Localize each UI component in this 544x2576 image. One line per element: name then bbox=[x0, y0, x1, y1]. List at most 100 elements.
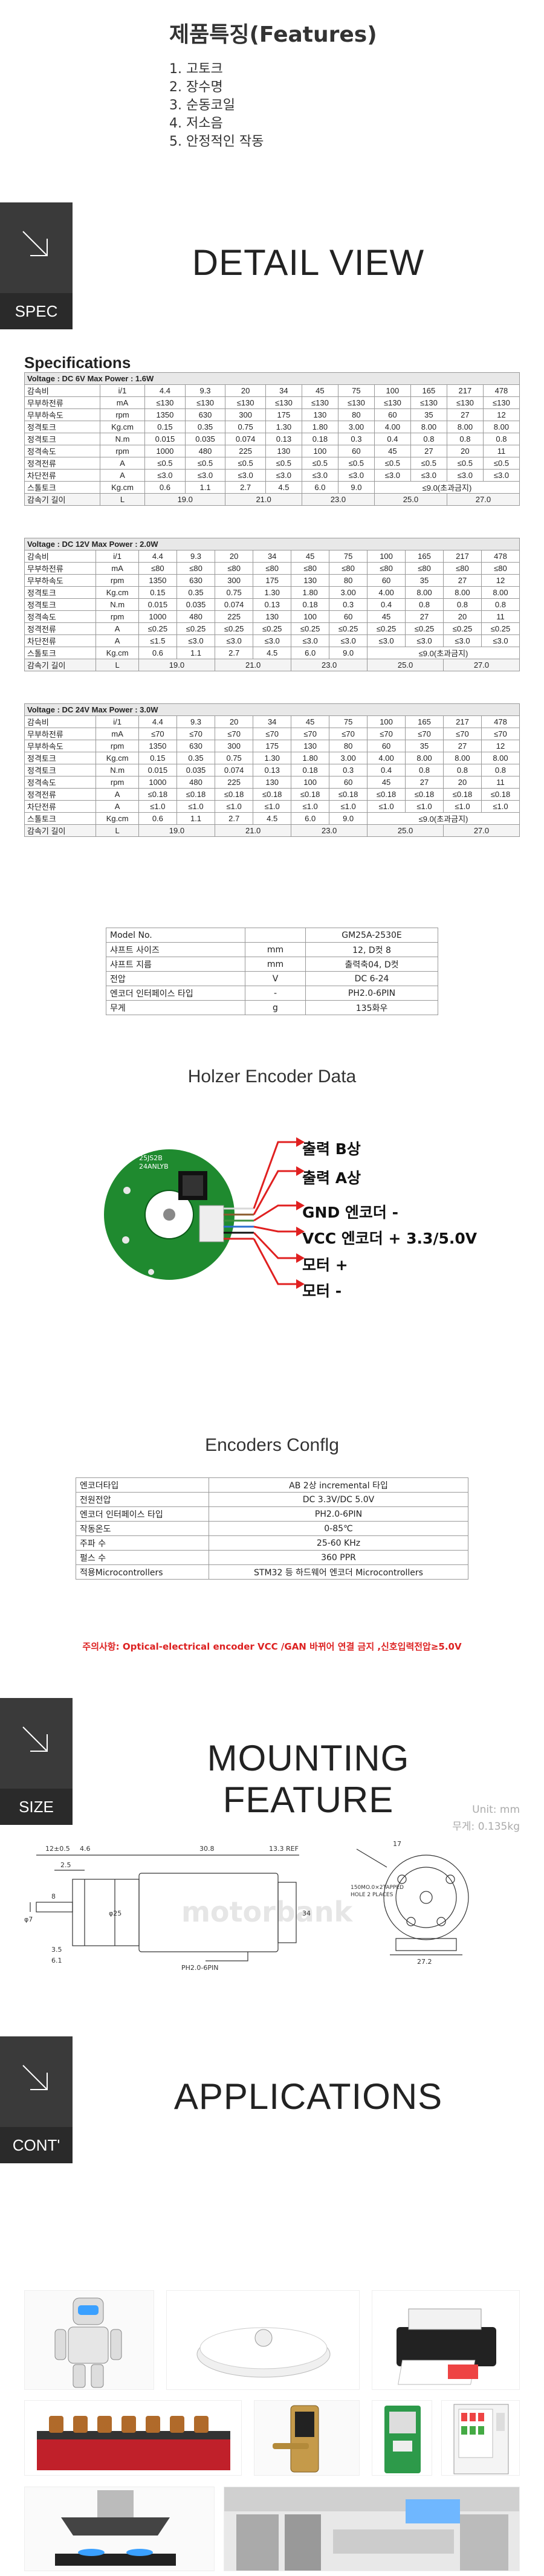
table-cell: 1350 bbox=[138, 740, 177, 752]
pin-label: 모터 + bbox=[302, 1256, 348, 1274]
table-cell: ≤0.18 bbox=[481, 788, 520, 801]
table-cell: ≤3.0 bbox=[301, 469, 338, 482]
table-cell: 75 bbox=[337, 384, 375, 397]
table-cell: 34 bbox=[253, 550, 292, 563]
table-cell: ≤0.5 bbox=[482, 457, 520, 470]
row-label: 감속비 bbox=[24, 550, 97, 563]
table-cell: ≤70 bbox=[481, 728, 520, 740]
table-cell: 8.00 bbox=[405, 752, 444, 764]
row-unit: rpm bbox=[96, 776, 139, 789]
table-cell: ≤0.25 bbox=[481, 622, 520, 635]
table-cell: 0.13 bbox=[253, 764, 292, 776]
table-cell: 1000 bbox=[138, 776, 177, 789]
weight-label: 무게: 0.135kg bbox=[452, 1821, 520, 1833]
row-label: 무부하속도 bbox=[24, 574, 97, 587]
table-cell: 0.6 bbox=[138, 812, 177, 825]
table-cell: ≤0.5 bbox=[301, 457, 338, 470]
table-cell: 27.0 bbox=[442, 824, 520, 837]
table-cell: 11 bbox=[482, 445, 520, 457]
app-door-lock-image bbox=[254, 2400, 360, 2476]
table-cell: 45 bbox=[291, 550, 330, 563]
row-label: 무부하전류 bbox=[24, 562, 97, 575]
table-cell: 0.8 bbox=[405, 764, 444, 776]
table-cell: 적용Microcontrollers bbox=[76, 1564, 209, 1580]
dim-label: φ25 bbox=[109, 1909, 121, 1917]
row-label: 감속비 bbox=[24, 384, 100, 397]
table-cell: 20 bbox=[225, 384, 266, 397]
table-cell: ≤9.0(초과금지) bbox=[367, 812, 520, 825]
table-cell: ≤0.18 bbox=[253, 788, 292, 801]
mounting-drawing: motorbank 12±0.5 4.6 30.8 13.3 REF 2.5 bbox=[24, 1840, 469, 1972]
diagonal-arrow-icon bbox=[22, 2065, 48, 2090]
table-cell: 0.4 bbox=[367, 764, 406, 776]
table-cell: 630 bbox=[176, 740, 216, 752]
table-cell: 27 bbox=[405, 776, 444, 789]
table-cell: 480 bbox=[176, 776, 216, 789]
row-unit: mA bbox=[96, 562, 139, 575]
table-cell: 135화우 bbox=[305, 1000, 438, 1015]
table-cell: 9.3 bbox=[184, 384, 226, 397]
table-cell: 4.4 bbox=[138, 715, 177, 728]
table-cell: ≤1.0 bbox=[215, 800, 254, 813]
table-cell: ≤0.18 bbox=[215, 788, 254, 801]
table-cell: 35 bbox=[405, 574, 444, 587]
row-label: 감속기 길이 bbox=[24, 659, 97, 671]
table-cell: 20 bbox=[442, 610, 482, 623]
row-unit: rpm bbox=[96, 574, 139, 587]
diagonal-arrow-icon bbox=[22, 231, 48, 256]
table-cell: 100 bbox=[291, 776, 330, 789]
table-cell: PH2.0-6PIN bbox=[209, 1506, 468, 1522]
table-cell: 1000 bbox=[144, 445, 186, 457]
unit-label: Unit: mm bbox=[472, 1804, 520, 1816]
dim-label: 150MO.0×2TAPPED bbox=[351, 1885, 404, 1891]
table-cell: 3.00 bbox=[329, 586, 368, 599]
row-label: 정격토크 bbox=[24, 764, 97, 776]
dim-label: 2.5 bbox=[60, 1861, 71, 1869]
table-cell: ≤70 bbox=[367, 728, 406, 740]
table-cell: 100 bbox=[374, 384, 411, 397]
table-cell: ≤0.5 bbox=[225, 457, 266, 470]
table-cell: mm bbox=[245, 957, 306, 972]
pcb-label: 24ANLYB bbox=[139, 1163, 169, 1170]
table-cell: ≤3.0 bbox=[225, 469, 266, 482]
table-cell: 45 bbox=[367, 610, 406, 623]
features-title: 제품특징(Features) bbox=[169, 22, 377, 47]
table-cell: 300 bbox=[225, 408, 266, 421]
size-tag: SIZE bbox=[0, 1698, 73, 1825]
table-cell: 27.0 bbox=[446, 493, 520, 506]
size-tag-label: SIZE bbox=[0, 1789, 73, 1825]
table-cell: ≤130 bbox=[265, 396, 302, 409]
table-cell: 8.00 bbox=[481, 586, 520, 599]
table-cell: ≤0.5 bbox=[446, 457, 484, 470]
table-cell: 20 bbox=[442, 776, 482, 789]
encoder-diagram: 25JS2B 24ANLYB bbox=[104, 1137, 305, 1289]
table-cell: Model No. bbox=[106, 928, 245, 943]
table-cell: 80 bbox=[337, 408, 375, 421]
table-row: 엔코더 인터페이스 타입-PH2.0-6PIN bbox=[106, 986, 438, 1001]
table-cell: DC 3.3V/DC 5.0V bbox=[209, 1492, 468, 1507]
voltage-header: Voltage : DC 12V Max Power : 2.0W bbox=[24, 538, 520, 550]
table-cell: 9.0 bbox=[329, 812, 368, 825]
table-cell: ≤0.18 bbox=[405, 788, 444, 801]
table-cell: 300 bbox=[215, 574, 254, 587]
table-cell: 0.074 bbox=[215, 764, 254, 776]
table-cell: 0.074 bbox=[215, 598, 254, 611]
table-cell: ≤3.0 bbox=[442, 634, 482, 647]
table-cell: 19.0 bbox=[138, 824, 216, 837]
table-cell: 전원전압 bbox=[76, 1492, 209, 1507]
app-robot-vacuum-image bbox=[166, 2290, 360, 2390]
